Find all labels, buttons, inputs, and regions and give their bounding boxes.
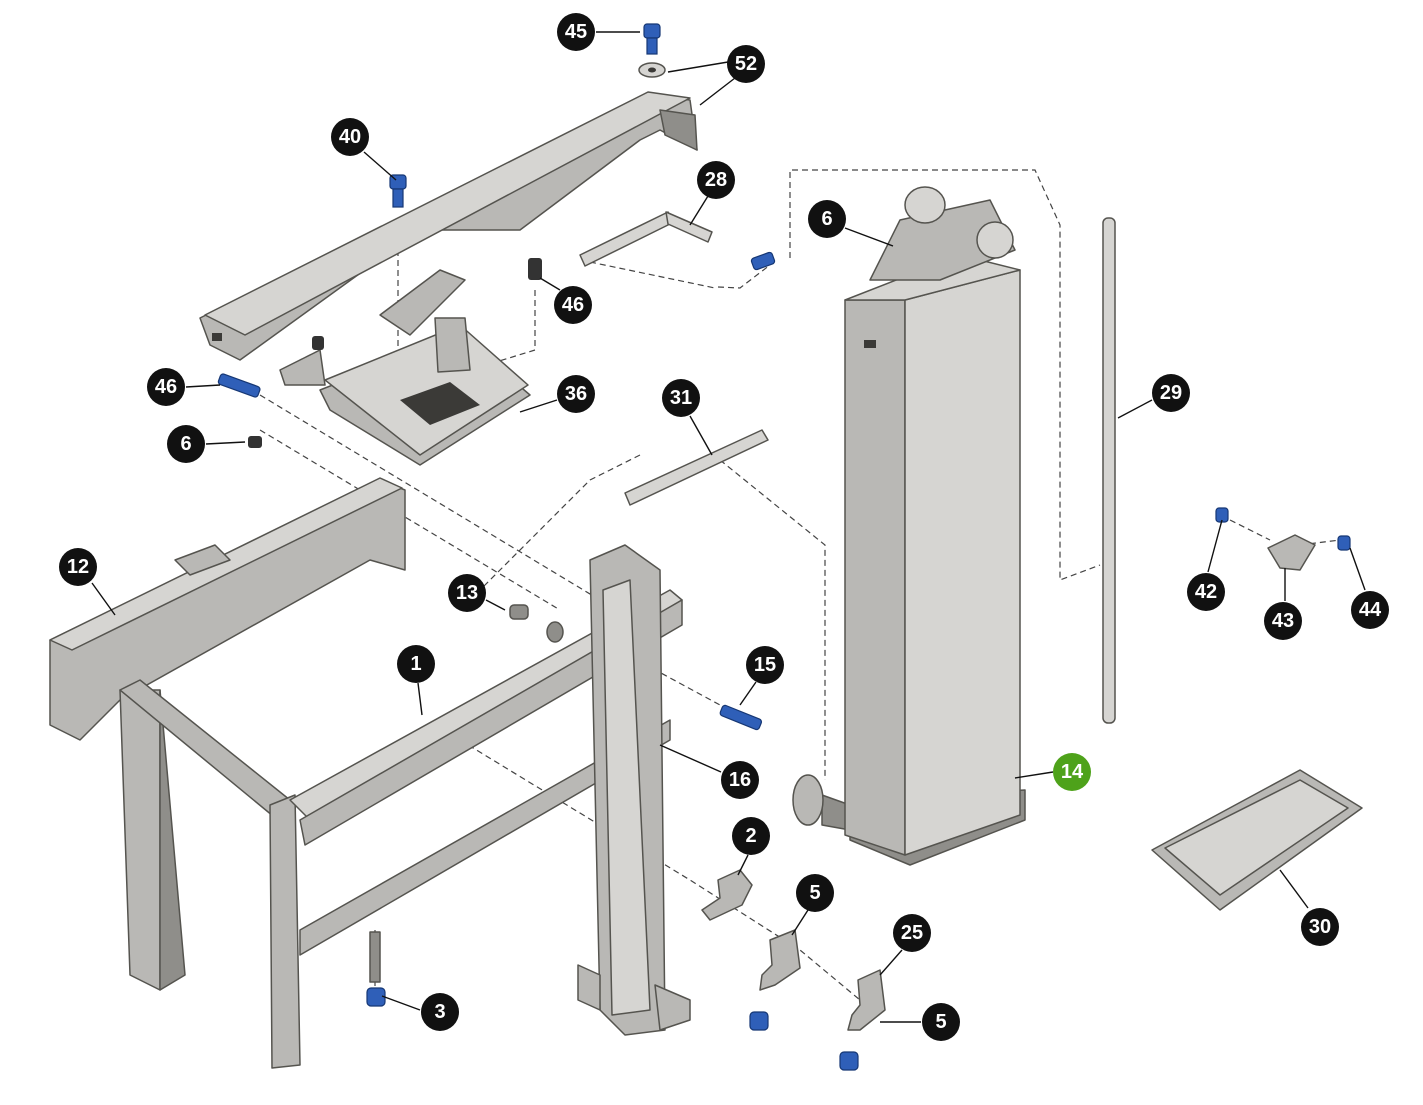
svg-text:28: 28 (705, 169, 727, 191)
part-base-plate-36 (279, 269, 531, 466)
callout-6-top: 6 (808, 200, 846, 238)
callout-14-highlighted[interactable]: 14 (1053, 753, 1091, 791)
svg-text:3: 3 (434, 1001, 445, 1023)
callout-46-left: 46 (147, 368, 185, 406)
part-pin-31 (624, 429, 769, 506)
svg-text:5: 5 (935, 1011, 946, 1033)
callout-2: 2 (732, 817, 770, 855)
callout-25: 25 (893, 914, 931, 952)
setscrew-46-upper (528, 251, 776, 280)
part-top-rail (199, 91, 698, 361)
svg-text:6: 6 (180, 433, 191, 455)
callout-15: 15 (746, 646, 784, 684)
callout-6-left: 6 (167, 425, 205, 463)
svg-text:2: 2 (745, 825, 756, 847)
callout-29: 29 (1152, 374, 1190, 412)
svg-text:46: 46 (562, 294, 584, 316)
part-column-14 (792, 186, 1026, 866)
svg-text:42: 42 (1195, 581, 1217, 603)
callout-31: 31 (662, 379, 700, 417)
part-tray-30 (1151, 769, 1363, 911)
callout-5-upper: 5 (796, 874, 834, 912)
svg-text:15: 15 (754, 654, 776, 676)
callout-13: 13 (448, 574, 486, 612)
svg-text:36: 36 (565, 383, 587, 405)
part-bracket-12 (49, 477, 406, 741)
callout-1: 1 (397, 645, 435, 683)
svg-text:46: 46 (155, 376, 177, 398)
svg-text:16: 16 (729, 769, 751, 791)
svg-text:14: 14 (1061, 761, 1084, 783)
callout-36: 36 (557, 375, 595, 413)
callout-42: 42 (1187, 573, 1225, 611)
callout-28: 28 (697, 161, 735, 199)
svg-text:31: 31 (670, 387, 692, 409)
svg-text:12: 12 (67, 556, 89, 578)
assembly-lines (259, 169, 1341, 1001)
screws-46-6-left (217, 336, 324, 448)
fasteners-lower (366, 604, 859, 1071)
part-rod-29 (1102, 217, 1116, 724)
svg-text:45: 45 (565, 21, 587, 43)
callout-43: 43 (1264, 602, 1302, 640)
svg-text:6: 6 (821, 208, 832, 230)
svg-text:43: 43 (1272, 610, 1294, 632)
svg-text:5: 5 (809, 882, 820, 904)
callout-44: 44 (1351, 591, 1389, 629)
part-frame-1 (119, 544, 691, 1069)
part-fitting-43 (1215, 507, 1351, 571)
svg-text:29: 29 (1160, 382, 1182, 404)
part-l-pin-28 (579, 211, 713, 267)
callout-12: 12 (59, 548, 97, 586)
callout-5-lower: 5 (922, 1003, 960, 1041)
brackets-2-5-25 (701, 869, 886, 1031)
svg-text:1: 1 (410, 653, 421, 675)
callout-16: 16 (721, 761, 759, 799)
svg-text:30: 30 (1309, 916, 1331, 938)
svg-text:52: 52 (735, 53, 757, 75)
callout-40: 40 (331, 118, 369, 156)
svg-text:40: 40 (339, 126, 361, 148)
svg-text:44: 44 (1359, 599, 1382, 621)
callout-30: 30 (1301, 908, 1339, 946)
callout-45: 45 (557, 13, 595, 51)
leader-lines (91, 31, 1366, 1023)
washer-52 (638, 62, 666, 78)
callout-3: 3 (421, 993, 459, 1031)
svg-text:25: 25 (901, 922, 923, 944)
screw-40 (389, 174, 407, 208)
callout-46-upper: 46 (554, 286, 592, 324)
screw-45 (643, 23, 661, 55)
svg-text:13: 13 (456, 582, 478, 604)
callout-52: 52 (727, 45, 765, 83)
